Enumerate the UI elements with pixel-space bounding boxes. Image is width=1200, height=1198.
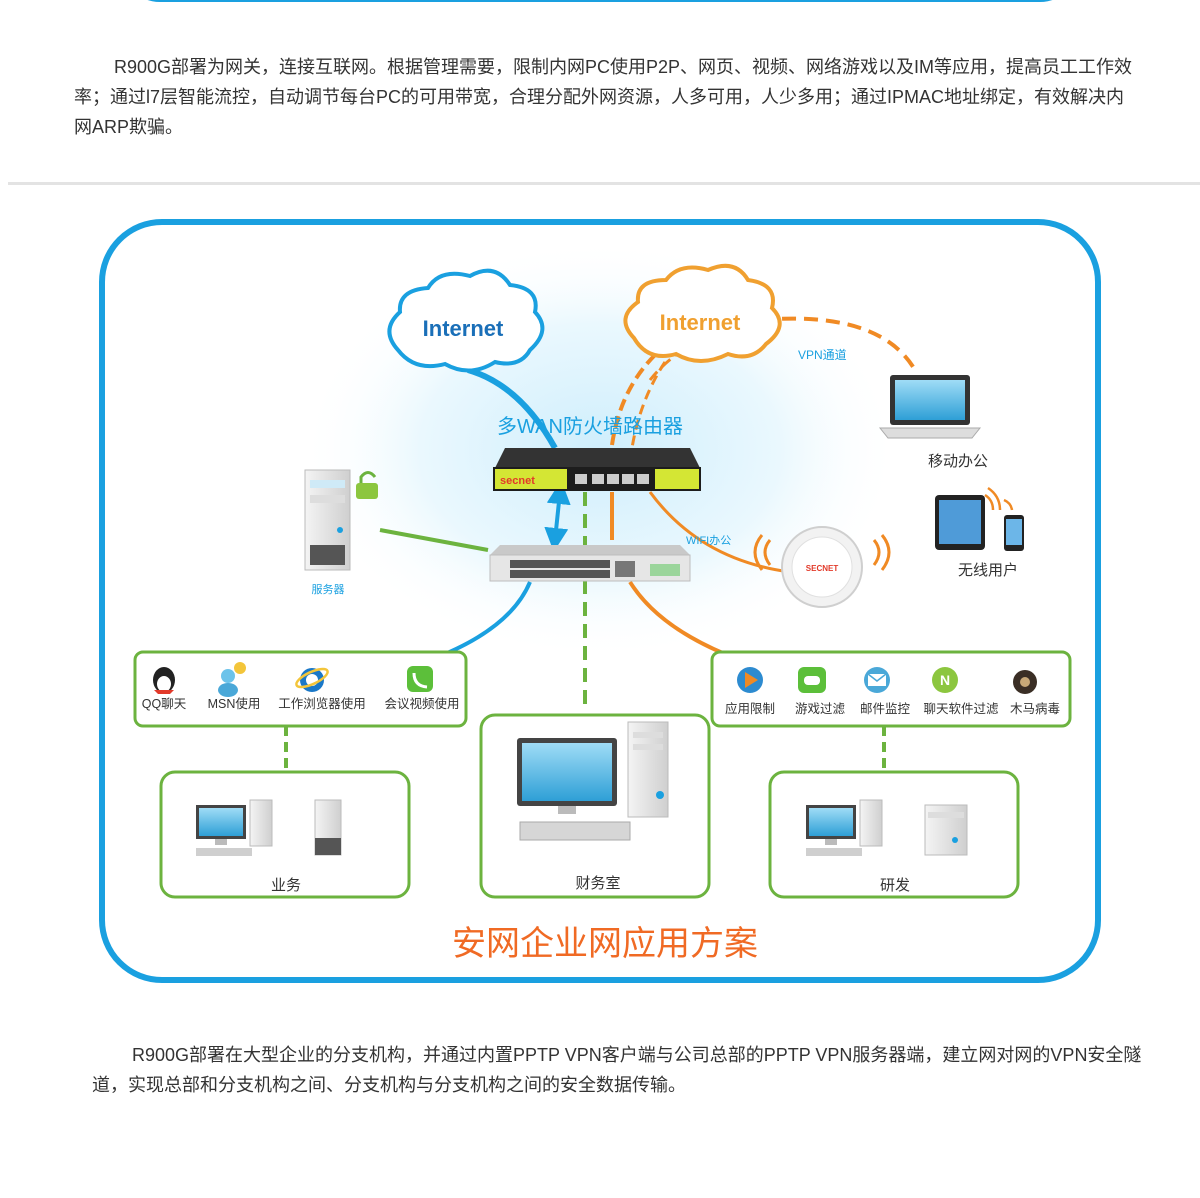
rd-desktop-icon xyxy=(806,799,883,856)
line-router-ap xyxy=(648,491,791,574)
ap-brand: SECNET xyxy=(806,564,839,573)
section-divider xyxy=(8,182,1200,185)
left-app-msn: MSN使用 xyxy=(208,696,261,711)
right-app-trojan: 木马病毒 xyxy=(1010,701,1060,716)
laptop-icon xyxy=(878,375,982,439)
phone-icon xyxy=(1004,515,1024,551)
dept-right-box xyxy=(768,770,1020,899)
vpn-tunnel-label: VPN通道 xyxy=(798,348,847,362)
server-tower-icon xyxy=(314,799,342,856)
tablet-icon xyxy=(935,495,985,550)
lock-icon xyxy=(356,471,378,499)
msn-icon xyxy=(218,662,246,697)
left-app-browser: 工作浏览器使用 xyxy=(278,696,366,711)
left-apps-box xyxy=(133,650,468,728)
line-vpn-tunnel xyxy=(759,316,917,372)
ap-wifi-left-icon xyxy=(753,534,772,571)
line-internet-right-1 xyxy=(610,353,657,446)
outro-paragraph: R900G部署在大型企业的分支机构，并通过内置PPTP VPN客户端与公司总部的… xyxy=(92,1040,1142,1100)
chat-filter-icon: N xyxy=(932,667,958,693)
line-internet-right-2 xyxy=(630,361,667,449)
ie-browser-icon xyxy=(295,667,329,692)
wifi-office-label: WIFI办公 xyxy=(686,534,731,547)
rd-server-icon xyxy=(924,804,968,856)
firewall-router: secnet xyxy=(493,448,701,491)
wifi-signal-icon-phone xyxy=(1003,498,1014,511)
qq-icon xyxy=(153,667,175,694)
ap-wifi-right-icon xyxy=(872,534,891,571)
internet-cloud-left: Internet xyxy=(387,268,545,373)
phone-call-icon xyxy=(407,666,433,692)
dept-center-label: 财务室 xyxy=(575,875,620,892)
wireless-access-point: SECNET xyxy=(781,526,863,608)
outro-text: R900G部署在大型企业的分支机构，并通过内置PPTP VPN客户端与公司总部的… xyxy=(92,1045,1142,1095)
wireless-users-label: 无线用户 xyxy=(958,562,1018,579)
diagram-title: 安网企业网应用方案 xyxy=(452,925,758,963)
dept-left-label: 业务 xyxy=(271,877,301,894)
dept-right-label: 研发 xyxy=(880,877,910,894)
left-app-video: 会议视频使用 xyxy=(384,696,459,711)
internet-left-label: Internet xyxy=(423,316,504,341)
intro-text: R900G部署为网关，连接互联网。根据管理需要，限制内网PC使用P2P、网页、视… xyxy=(74,57,1133,137)
right-app-mail: 邮件监控 xyxy=(860,702,911,716)
mobile-office-label: 移动办公 xyxy=(928,453,988,470)
finance-desktop-icon xyxy=(517,721,669,841)
desktop-pc-icon xyxy=(196,799,273,856)
svg-text:N: N xyxy=(940,672,950,688)
line-router-switch-blue xyxy=(544,480,571,552)
right-app-limit: 应用限制 xyxy=(725,701,775,716)
trojan-virus-icon xyxy=(1013,670,1037,694)
line-internet-left xyxy=(467,367,558,450)
server xyxy=(304,469,351,571)
game-filter-icon xyxy=(798,667,826,693)
router-brand: secnet xyxy=(500,475,535,487)
intro-paragraph: R900G部署为网关，连接互联网。根据管理需要，限制内网PC使用P2P、网页、视… xyxy=(74,52,1140,142)
router-label: 多WAN防火墙路由器 xyxy=(497,415,683,438)
wifi-signal-icon xyxy=(984,486,1002,511)
internet-cloud-right: Internet xyxy=(623,263,782,363)
right-app-chat: 聊天软件过滤 xyxy=(923,702,999,716)
line-server-switch xyxy=(379,528,489,552)
left-app-qq: QQ聊天 xyxy=(142,697,187,711)
server-label: 服务器 xyxy=(312,583,345,596)
right-app-game: 游戏过滤 xyxy=(795,702,846,716)
dept-left-box xyxy=(159,770,411,899)
mail-monitor-icon xyxy=(864,667,890,693)
internet-right-label: Internet xyxy=(660,310,741,335)
app-limit-icon xyxy=(737,667,763,693)
network-switch xyxy=(489,545,691,582)
